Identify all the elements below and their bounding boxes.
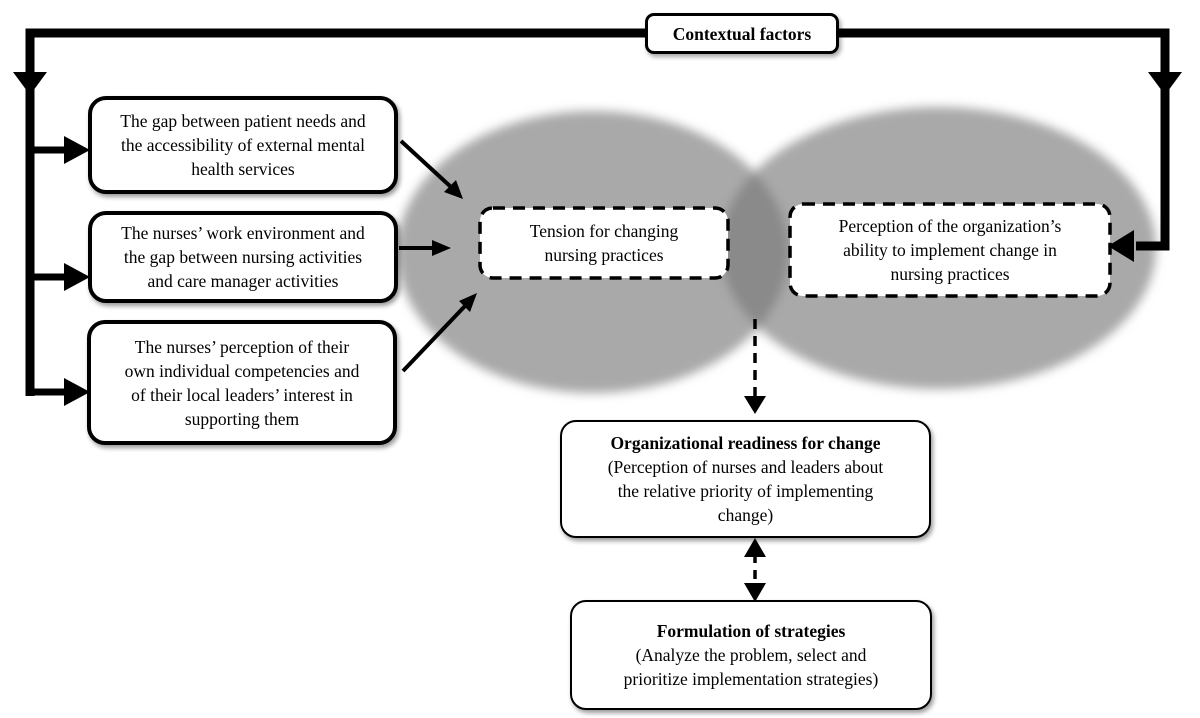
double-arrowhead-down-icon — [744, 583, 766, 602]
arrowhead-down-right-icon — [1148, 72, 1182, 95]
perception-box: Perception of the organization’s ability… — [790, 204, 1110, 296]
tension-box: Tension for changing nursing practices — [480, 208, 728, 278]
branch-arrowhead-1-icon — [64, 136, 90, 164]
cause1-arrowhead-icon — [444, 180, 463, 199]
cause-box-work-environment: The nurses’ work environment and the gap… — [88, 211, 398, 303]
contextual-line-right — [836, 28, 1170, 251]
arrowhead-into-perception-icon — [1108, 230, 1134, 262]
cause3-arrow-line — [401, 304, 467, 373]
tension-box-text: Tension for changing nursing practices — [529, 221, 679, 265]
strategies-title: Formulation of strategies — [656, 621, 846, 641]
readiness-box: Organizational readiness for change (Per… — [560, 420, 931, 538]
branch-arrowhead-3-icon — [64, 378, 90, 406]
tension-box-outline — [478, 206, 730, 280]
perception-box-outline — [788, 202, 1112, 298]
contextual-factors-label: Contextual factors — [672, 23, 812, 44]
cause-box-text: The nurses’ perception of their own indi… — [124, 336, 360, 429]
cause2-arrowhead-icon — [432, 240, 451, 256]
strategies-subtitle: (Analyze the problem, select and priorit… — [623, 645, 879, 689]
readiness-title: Organizational readiness for change — [610, 433, 881, 453]
cause1-arrow-line — [399, 139, 453, 189]
strategies-box: Formulation of strategies (Analyze the p… — [570, 600, 932, 710]
cause-box-text: The gap between patient needs and the ac… — [120, 111, 366, 179]
readiness-subtitle: (Perception of nurses and leaders about … — [607, 457, 884, 525]
overlap-arrowhead-icon — [744, 396, 766, 414]
cause-box-competencies: The nurses’ perception of their own indi… — [87, 320, 397, 445]
branch-arrowhead-2-icon — [64, 263, 90, 291]
double-arrowhead-up-icon — [744, 538, 766, 557]
arrowhead-down-left-icon — [13, 72, 47, 95]
cause-box-patient-needs: The gap between patient needs and the ac… — [88, 96, 398, 194]
cause-box-text: The nurses’ work environment and the gap… — [121, 223, 365, 291]
perception-box-text: Perception of the organization’s ability… — [838, 216, 1062, 284]
contextual-factors-box: Contextual factors — [645, 13, 839, 54]
cause3-arrowhead-icon — [459, 293, 477, 312]
